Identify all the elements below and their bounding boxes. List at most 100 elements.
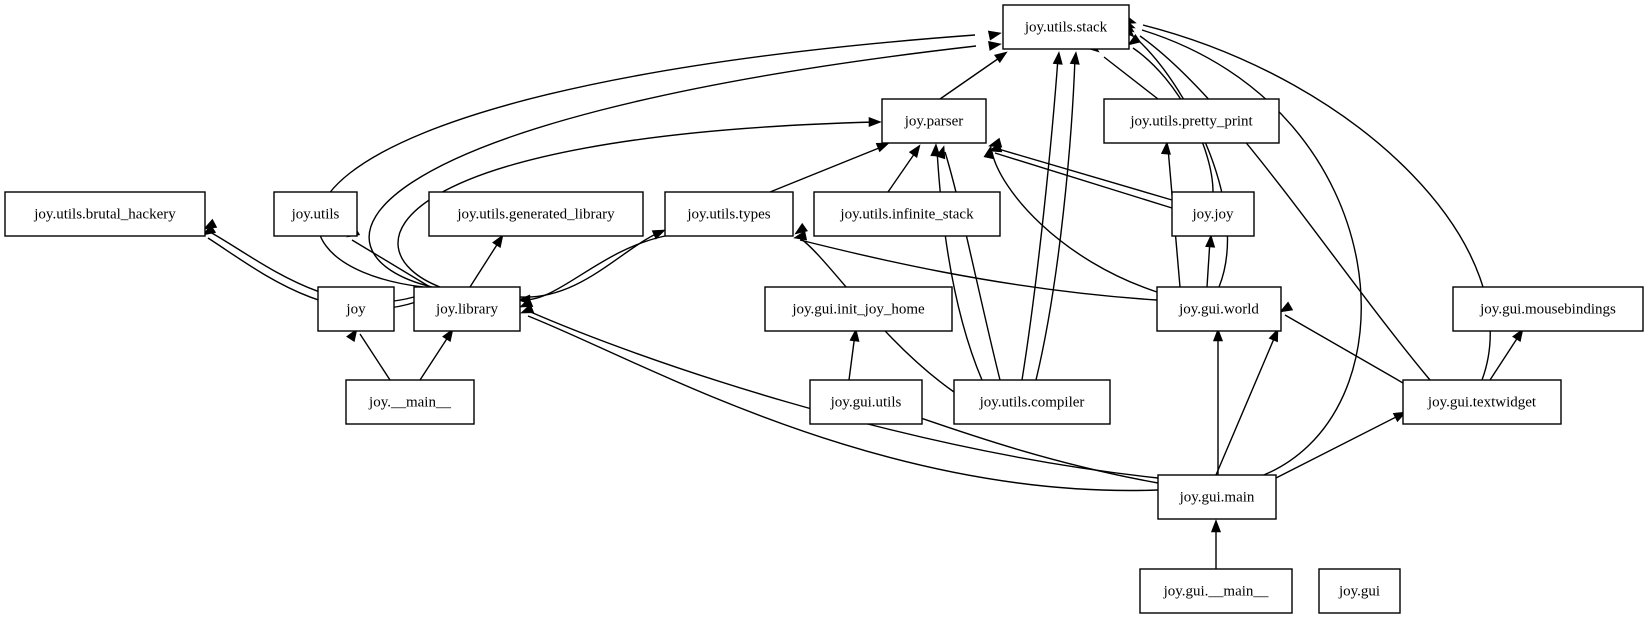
node-box[interactable]	[813, 191, 1001, 237]
node-label: joy.utils	[291, 206, 340, 222]
edge	[935, 145, 1001, 381]
edge-line	[1139, 35, 1431, 381]
arrowhead-icon	[988, 40, 1002, 51]
node-label: joy.gui	[1338, 583, 1380, 599]
edge	[1035, 51, 1080, 381]
graph-node[interactable]: joy.utils.infinite_stack	[813, 191, 1001, 237]
edge-line	[469, 239, 501, 288]
node-box[interactable]	[809, 379, 923, 425]
node-label: joy.joy	[1191, 206, 1234, 222]
graph-node[interactable]: joy.gui.__main__	[1139, 568, 1293, 614]
edge	[769, 142, 890, 193]
graph-node[interactable]: joy.utils.compiler	[953, 379, 1111, 425]
graph-node[interactable]: joy.utils	[273, 191, 358, 237]
node-box[interactable]	[764, 286, 953, 332]
edge-line	[525, 309, 1159, 479]
node-box[interactable]	[1139, 568, 1293, 614]
node-box[interactable]	[881, 98, 987, 144]
node-box[interactable]	[1156, 286, 1282, 332]
node-box[interactable]	[345, 379, 475, 425]
graph-node[interactable]: joy.gui.world	[1156, 286, 1282, 332]
arrowhead-icon	[202, 224, 217, 236]
edge	[520, 303, 1159, 492]
edge	[1205, 234, 1216, 288]
graph-node[interactable]: joy.gui.textwidget	[1402, 379, 1562, 425]
edge	[1210, 519, 1222, 569]
edge-line	[1284, 314, 1404, 384]
node-box[interactable]	[1157, 474, 1277, 520]
edges-layer	[202, 14, 1524, 569]
node-box[interactable]	[1452, 286, 1644, 332]
node-label: joy.utils.pretty_print	[1129, 113, 1253, 129]
edge	[1279, 301, 1404, 384]
node-box[interactable]	[664, 191, 794, 237]
edge	[519, 229, 666, 298]
edge	[1215, 328, 1279, 476]
edge-line	[1021, 57, 1059, 381]
edge-line	[991, 151, 1158, 293]
edge-line	[419, 333, 451, 381]
graph-node[interactable]: joy.joy	[1171, 191, 1255, 237]
node-box[interactable]	[273, 191, 358, 237]
graph-node[interactable]: joy	[317, 286, 395, 332]
node-box[interactable]	[413, 286, 521, 332]
node-box[interactable]	[1002, 4, 1130, 50]
edge	[793, 230, 1158, 301]
edge-line	[519, 231, 661, 298]
edge-line	[1215, 333, 1277, 476]
graph-node[interactable]: joy.__main__	[345, 379, 475, 425]
edge-line	[936, 149, 983, 381]
edge-line	[1489, 333, 1521, 381]
node-box[interactable]	[953, 379, 1111, 425]
edge	[517, 235, 666, 305]
node-box[interactable]	[1402, 379, 1562, 425]
node-label: joy.gui.init_joy_home	[791, 301, 925, 317]
arrowhead-icon	[988, 142, 1003, 153]
arrowhead-icon	[346, 328, 358, 343]
edge	[930, 143, 983, 381]
node-box[interactable]	[1171, 191, 1255, 237]
arrowhead-icon	[651, 229, 666, 240]
graph-node[interactable]: joy.utils.stack	[1002, 4, 1130, 50]
edge	[988, 142, 1173, 209]
graph-node[interactable]: joy.utils.brutal_hackery	[4, 191, 206, 237]
graph-node[interactable]: joy.gui.main	[1157, 474, 1277, 520]
graph-node[interactable]: joy.gui	[1318, 568, 1401, 614]
node-label: joy.utils.generated_library	[456, 206, 615, 222]
node-box[interactable]	[317, 286, 395, 332]
graph-node[interactable]: joy.utils.types	[664, 191, 794, 237]
edge	[1121, 18, 1362, 479]
edge	[368, 40, 1002, 288]
arrowhead-icon	[492, 234, 504, 249]
edge-line	[368, 45, 977, 288]
node-box[interactable]	[4, 191, 206, 237]
graph-node[interactable]: joy.utils.generated_library	[428, 191, 644, 237]
edge-line	[1206, 239, 1211, 288]
graph-node[interactable]: joy.library	[413, 286, 521, 332]
graph-node[interactable]: joy.parser	[881, 98, 987, 144]
arrowhead-icon	[520, 303, 535, 314]
arrowhead-icon	[983, 145, 994, 160]
node-box[interactable]	[1318, 568, 1401, 614]
graph-node[interactable]: joy.gui.init_joy_home	[764, 286, 953, 332]
arrowhead-icon	[1160, 141, 1171, 155]
graph-node[interactable]: joy.utils.pretty_print	[1103, 98, 1280, 144]
node-box[interactable]	[1103, 98, 1280, 144]
edge	[346, 328, 391, 381]
arrowhead-icon	[1052, 51, 1063, 65]
node-label: joy.gui.textwidget	[1427, 394, 1537, 410]
arrowhead-icon	[1512, 328, 1524, 343]
graph-node[interactable]: joy.gui.mousebindings	[1452, 286, 1644, 332]
arrowhead-icon	[930, 143, 941, 157]
edge	[419, 328, 454, 381]
arrowhead-icon	[1212, 328, 1224, 342]
node-label: joy.utils.stack	[1024, 19, 1108, 35]
edge-line	[887, 149, 918, 193]
node-box[interactable]	[428, 191, 644, 237]
edge-line	[799, 239, 1158, 301]
nodes-layer: joy.utils.stack joy.parser joy.utils.prett…	[4, 4, 1644, 614]
edge	[887, 144, 921, 193]
arrowhead-icon	[793, 230, 808, 241]
graph-node[interactable]: joy.gui.utils	[809, 379, 923, 425]
